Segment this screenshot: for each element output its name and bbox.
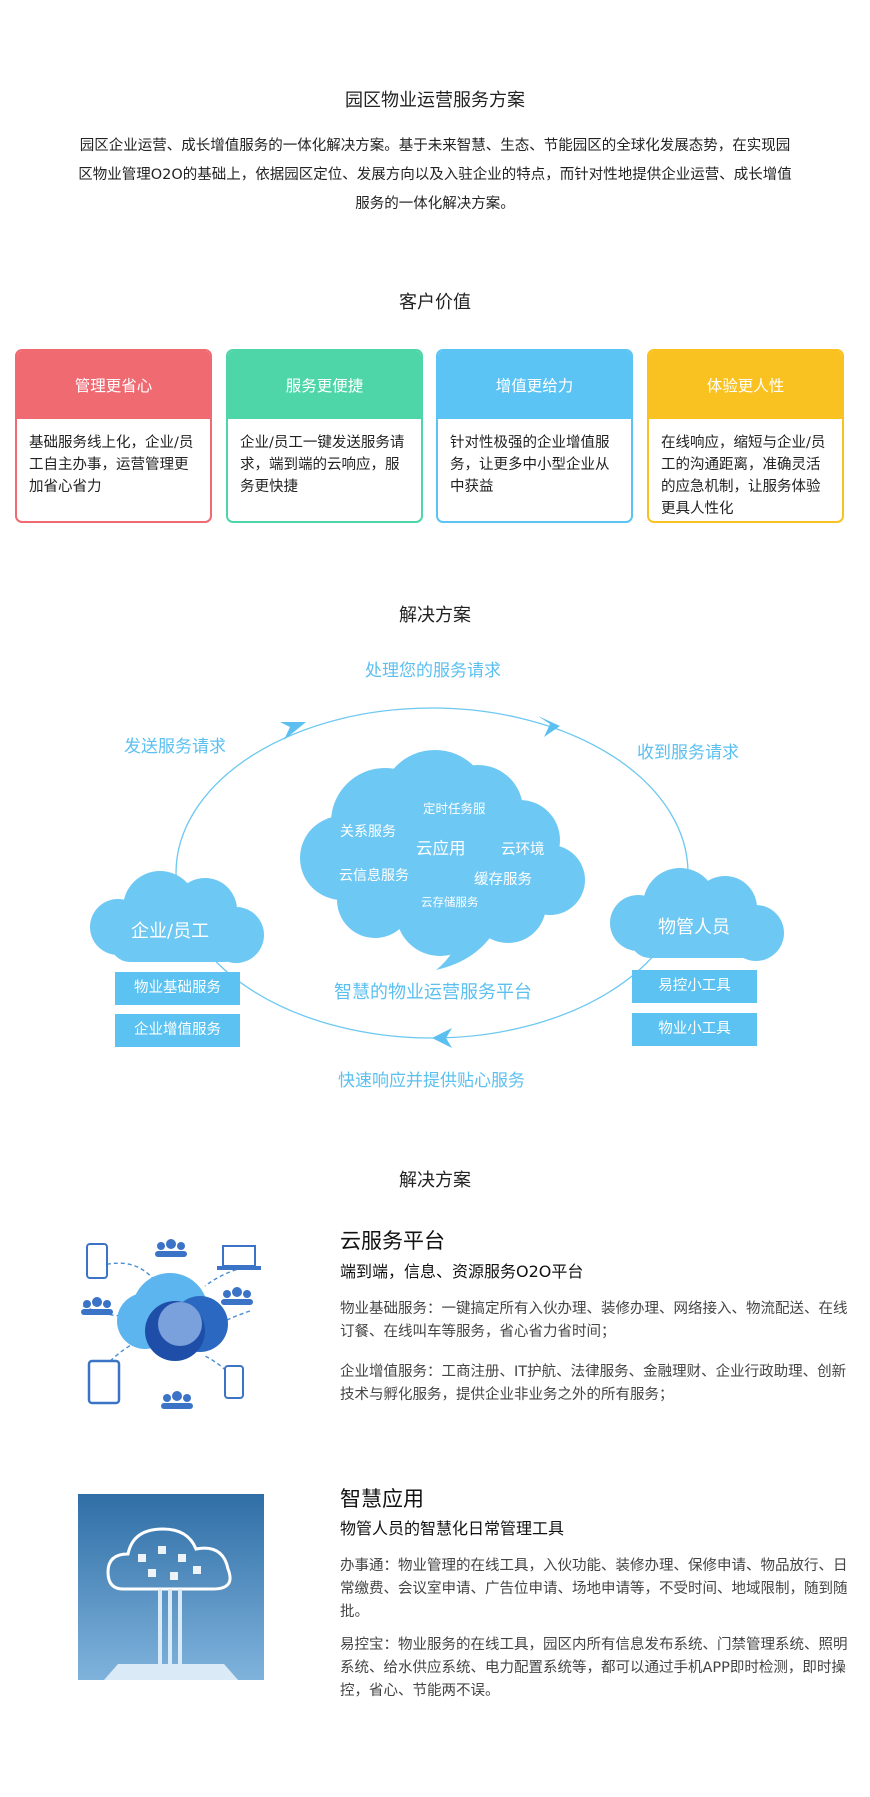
cloud-item: 云应用 [416, 839, 466, 858]
phone-icon [86, 1243, 108, 1279]
cloud-outline-icon [106, 1527, 232, 1591]
value-card-service: 服务更便捷 企业/员工一键发送服务请求，端到端的云响应，服务更快捷 [226, 349, 423, 523]
card-text: 针对性极强的企业增值服务，让更多中小型企业从中获益 [450, 435, 610, 495]
section-title: 云服务平台 [340, 1229, 445, 1253]
left-service-box: 企业增值服务 [115, 1014, 240, 1047]
label-receive-request: 收到服务请求 [637, 743, 739, 763]
mobile-icon [224, 1365, 244, 1399]
arrow-head-left [280, 722, 306, 740]
diagram-title: 解决方案 [399, 605, 471, 626]
card-title: 服务更便捷 [228, 351, 421, 419]
arrow-head-top [538, 716, 560, 737]
tablet-icon [87, 1359, 121, 1405]
smart-app-illustration [78, 1494, 264, 1680]
card-title: 增值更给力 [438, 351, 631, 419]
left-cloud-label: 企业/员工 [131, 921, 210, 942]
cloud-item: 云环境 [501, 842, 545, 858]
value-card-management: 管理更省心 基础服务线上化，企业/员工自主办事，运营管理更加省心省力 [15, 349, 212, 523]
cloud-item: 定时任务服 [423, 801, 486, 816]
center-cloud [300, 750, 585, 970]
right-service-box: 易控小工具 [632, 970, 757, 1003]
card-text: 基础服务线上化，企业/员工自主办事，运营管理更加省心省力 [29, 435, 194, 495]
right-cloud-label: 物管人员 [658, 917, 730, 938]
users-icon [81, 1239, 253, 1409]
section-title: 智慧应用 [340, 1487, 424, 1511]
cloud-item: 缓存服务 [474, 872, 532, 888]
value-card-valueadd: 增值更给力 针对性极强的企业增值服务，让更多中小型企业从中获益 [436, 349, 633, 523]
section-paragraph: 企业增值服务：工商注册、IT护航、法律服务、金融理财、企业行政助理、创新技术与孵… [340, 1364, 847, 1403]
section-subtitle: 端到端，信息、资源服务O2O平台 [340, 1262, 584, 1281]
value-title: 客户价值 [399, 292, 471, 313]
cloud-item: 云信息服务 [339, 868, 409, 884]
intro-text: 园区企业运营、成长增值服务的一体化解决方案。基于未来智慧、生态、节能园区的全球化… [0, 132, 870, 219]
laptop-icon [217, 1245, 261, 1270]
arrow-head-bottom [432, 1028, 452, 1048]
section-paragraph: 物业基础服务：一键搞定所有入伙办理、装修办理、网络接入、物流配送、在线订餐、在线… [340, 1301, 848, 1340]
card-text: 企业/员工一键发送服务请求，端到端的云响应，服务更快捷 [240, 435, 405, 495]
label-send-request: 发送服务请求 [124, 737, 226, 757]
left-service-box: 物业基础服务 [115, 972, 240, 1005]
card-title: 管理更省心 [17, 351, 210, 419]
intro-line: 区物业管理O2O的基础上，依据园区定位、发展方向以及入驻企业的特点，而针对性地提… [78, 167, 792, 183]
card-title: 体验更人性 [649, 351, 842, 419]
right-cloud [610, 868, 784, 961]
label-respond: 快速响应并提供贴心服务 [338, 1071, 525, 1091]
value-card-experience: 体验更人性 在线响应，缩短与企业/员工的沟通距离，准确灵活的应急机制，让服务体验… [647, 349, 844, 523]
right-service-box: 物业小工具 [632, 1013, 757, 1046]
section-paragraph: 办事通：物业管理的在线工具，入伙功能、装修办理、保修申请、物品放行、日常缴费、会… [340, 1558, 848, 1620]
cloud-platform-illustration [81, 1239, 261, 1409]
label-process-request: 处理您的服务请求 [365, 661, 501, 681]
solutions-title: 解决方案 [399, 1170, 471, 1191]
intro-title: 园区物业运营服务方案 [345, 90, 525, 111]
card-text: 在线响应，缩短与企业/员工的沟通距离，准确灵活的应急机制，让服务体验更具人性化 [661, 435, 826, 517]
label-platform: 智慧的物业运营服务平台 [334, 982, 532, 1003]
cloud-item: 云存储服务 [421, 895, 479, 909]
cloud-item: 关系服务 [340, 824, 396, 840]
left-cloud [90, 871, 264, 963]
intro-line: 园区企业运营、成长增值服务的一体化解决方案。基于未来智慧、生态、节能园区的全球化… [79, 138, 791, 154]
section-paragraph: 易控宝：物业服务的在线工具，园区内所有信息发布系统、门禁管理系统、照明系统、给水… [340, 1637, 848, 1699]
intro-line: 服务的一体化解决方案。 [355, 196, 515, 212]
section-subtitle: 物管人员的智慧化日常管理工具 [340, 1519, 565, 1538]
